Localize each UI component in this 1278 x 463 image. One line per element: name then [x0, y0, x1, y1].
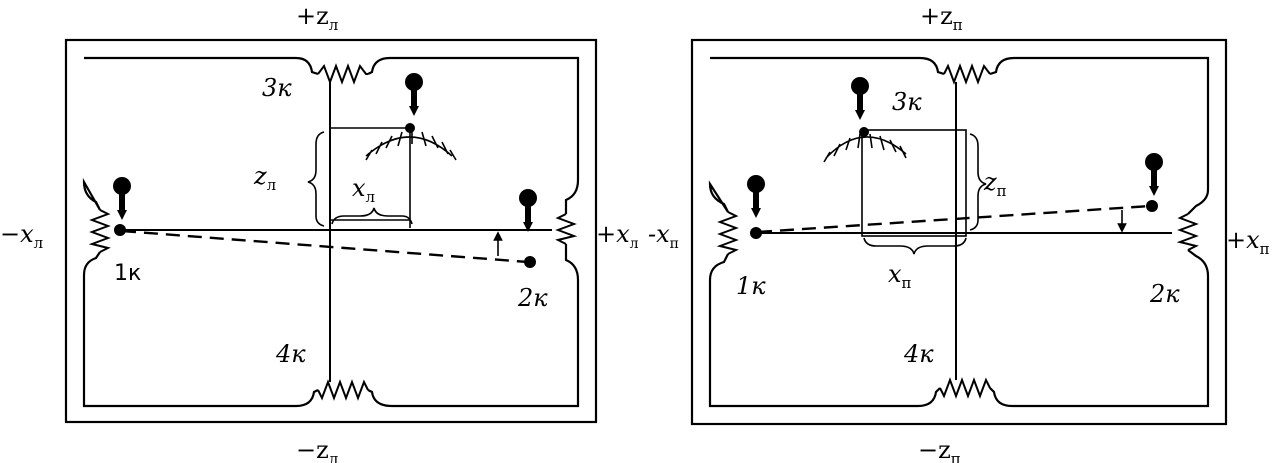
right-left-label: -xп [648, 220, 679, 252]
left-z-dim-label: zл [253, 162, 276, 194]
right-x-dim-label: xп [888, 260, 912, 292]
left-right-label: +xл [596, 220, 639, 252]
left-pin-center [405, 73, 423, 116]
right-deflection-line [757, 204, 1151, 234]
left-outer-frame [64, 38, 598, 424]
left-spring-3k-label: 3к [262, 74, 292, 102]
left-spring-4k [317, 379, 369, 401]
right-inner-contour [708, 56, 1210, 408]
left-spring-1k-label: 1к [114, 261, 141, 286]
right-hatched-surface [823, 133, 907, 163]
left-pin-2k [519, 189, 537, 232]
right-spring-2k-label: 2к [1149, 280, 1180, 308]
right-pin-1k [747, 175, 765, 218]
left-spring-4k-label: 4к [275, 340, 306, 368]
right-spring-4k-label: 4к [903, 340, 934, 368]
right-z-dim-label: zп [983, 168, 1007, 200]
left-deflection-line [121, 229, 529, 264]
right-top-label: +zп [920, 2, 963, 34]
left-left-label: −xл [0, 220, 43, 252]
right-pin-center [851, 77, 869, 120]
left-pin-1k [113, 177, 131, 220]
left-spring-1k [88, 209, 111, 253]
right-spring-1k-label: 1к [736, 272, 766, 300]
right-diagram: +zп −zп -xп +xп zп xп 3к 4к 1к 2к [648, 2, 1270, 463]
right-spring-4k [939, 377, 991, 399]
right-spring-3k [943, 63, 991, 85]
right-z-brace [969, 133, 987, 231]
left-spring-3k [317, 63, 368, 85]
right-bottom-label: −zп [918, 436, 961, 463]
right-outer-frame [690, 38, 1228, 426]
left-bottom-label: −zл [296, 436, 338, 463]
left-x-dim-label: xл [352, 174, 375, 206]
right-pin-2k [1145, 153, 1163, 196]
left-inner-contour [82, 56, 580, 408]
right-right-label: +xп [1226, 226, 1270, 258]
right-spring-2k [1176, 213, 1199, 251]
left-diagram: +zл −zл −xл +xл zл xл 3к 4к 1к 2к [0, 2, 639, 463]
right-spring-1k [716, 211, 739, 255]
left-x-brace [331, 207, 413, 225]
right-center-box [861, 129, 967, 237]
left-top-label: +zл [296, 2, 338, 34]
right-spring-3k-label: 3к [892, 88, 922, 116]
left-hatched-surface [365, 130, 457, 161]
left-spring-2k [555, 213, 578, 245]
left-spring-2k-label: 2к [517, 284, 548, 312]
left-z-brace [307, 131, 325, 227]
right-x-brace [863, 237, 967, 255]
